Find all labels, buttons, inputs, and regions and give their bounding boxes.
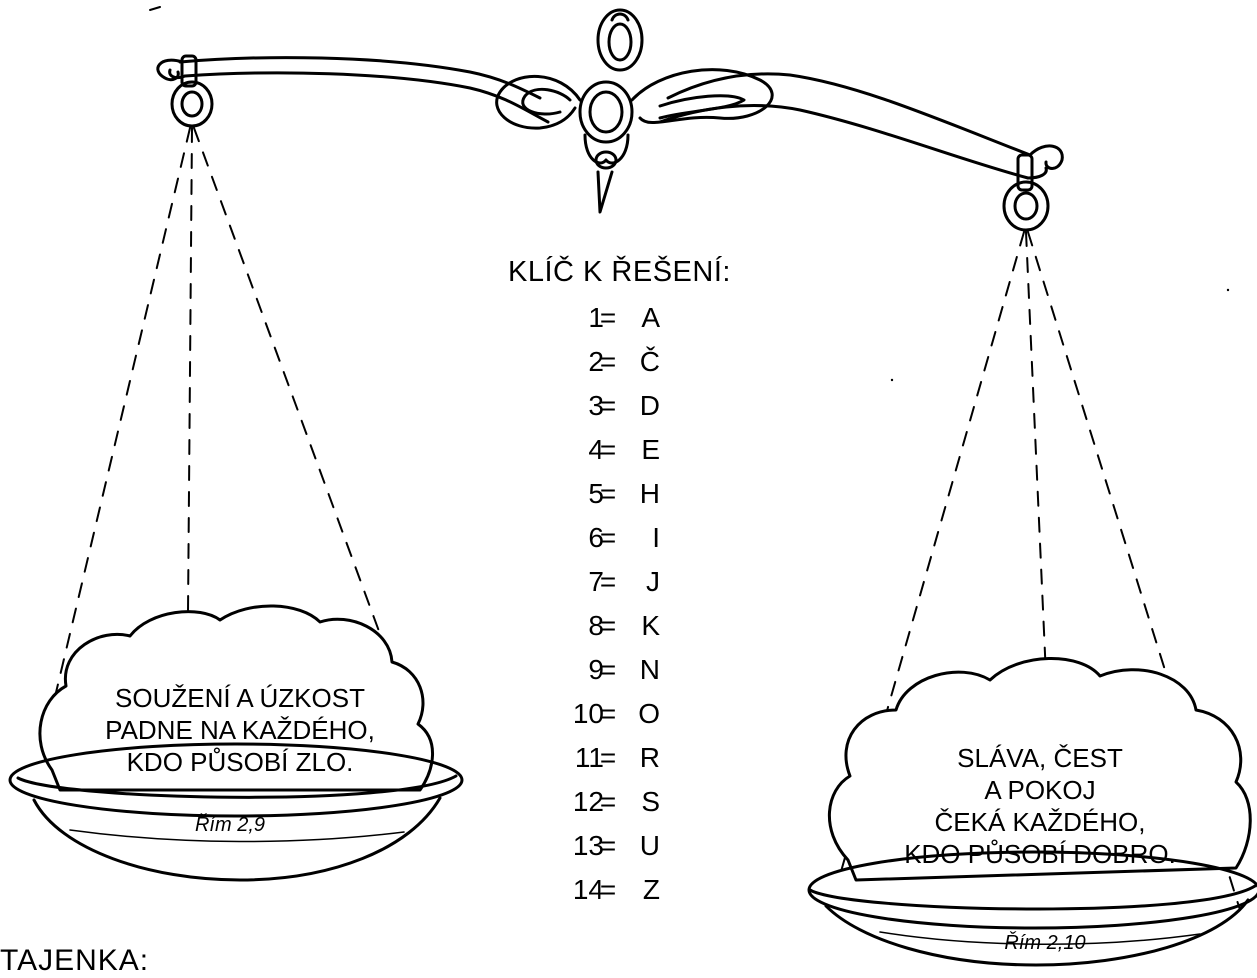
ink-speck: [890, 378, 894, 382]
key-equals: =: [599, 434, 617, 465]
key-title: KLÍČ K ŘEŠENÍ:: [508, 256, 731, 288]
key-row: 1 = A: [530, 296, 710, 340]
key-number: 11: [574, 742, 604, 773]
key-row: 6 = I: [530, 516, 710, 560]
key-letter: H: [639, 478, 660, 509]
key-equals: =: [599, 522, 617, 553]
key-equals: =: [599, 346, 617, 377]
key-table: 1 = A 2 = Č 3 = D 4 = E 5 = H 6 = I 7 = …: [530, 296, 710, 916]
key-letter: O: [638, 698, 660, 729]
key-letter: E: [641, 434, 660, 465]
key-equals: =: [599, 390, 617, 421]
key-row: 14 = Z: [530, 868, 710, 912]
key-letter: R: [639, 742, 660, 773]
key-letter: Č: [639, 346, 660, 377]
key-equals: =: [599, 566, 617, 597]
key-number: 9: [588, 654, 604, 685]
right-pan-line: SLÁVA, ČEST: [957, 743, 1123, 773]
key-equals: =: [599, 610, 617, 641]
left-pan-text: SOUŽENÍ A ÚZKOST PADNE NA KAŽDÉHO, KDO P…: [60, 682, 420, 778]
left-pan-line: PADNE NA KAŽDÉHO,: [105, 715, 375, 745]
right-pan-text: SLÁVA, ČEST A POKOJ ČEKÁ KAŽDÉHO, KDO PŮ…: [860, 742, 1220, 870]
left-pan-line: SOUŽENÍ A ÚZKOST: [115, 683, 365, 713]
key-equals: =: [599, 302, 617, 333]
key-row: 13 = U: [530, 824, 710, 868]
scale-center-ornament: [495, 8, 774, 214]
key-row: 7 = J: [530, 560, 710, 604]
key-row: 10 = O: [530, 692, 710, 736]
key-number: 6: [588, 522, 604, 553]
key-row: 2 = Č: [530, 340, 710, 384]
scale-beam: [156, 56, 1064, 180]
key-number: 1: [588, 302, 604, 333]
right-pan-line: ČEKÁ KAŽDÉHO,: [934, 807, 1146, 837]
right-pan: [807, 657, 1257, 967]
key-row: 3 = D: [530, 384, 710, 428]
tajenka-label: TAJENKA:: [0, 944, 150, 977]
key-letter: S: [641, 786, 660, 817]
key-number: 5: [588, 478, 604, 509]
key-equals: =: [599, 478, 617, 509]
key-row: 4 = E: [530, 428, 710, 472]
key-letter: U: [639, 830, 660, 861]
key-equals: =: [599, 874, 617, 905]
key-equals: =: [599, 698, 617, 729]
key-number: 10: [572, 698, 604, 729]
key-row: 11 = R: [530, 736, 710, 780]
ink-speck: [1226, 288, 1230, 292]
right-pan-line: A POKOJ: [984, 775, 1096, 805]
right-pan-line: KDO PŮSOBÍ DOBRO.: [904, 839, 1176, 869]
left-hanger-ring: [170, 54, 214, 128]
key-letter: I: [652, 522, 660, 553]
left-pan-reference: Řím 2,9: [194, 814, 266, 836]
key-letter: Z: [642, 874, 660, 905]
key-number: 13: [572, 830, 604, 861]
key-equals: =: [599, 830, 617, 861]
key-equals: =: [599, 742, 617, 773]
right-pan-reference: Řím 2,10: [1004, 932, 1086, 954]
key-row: 9 = N: [530, 648, 710, 692]
key-letter: K: [641, 610, 660, 641]
key-equals: =: [599, 654, 617, 685]
key-number: 14: [572, 874, 604, 905]
key-row: 12 = S: [530, 780, 710, 824]
key-letter: N: [639, 654, 660, 685]
left-pan: [8, 604, 464, 882]
key-number: 7: [588, 566, 604, 597]
ink-mark: [149, 6, 161, 11]
right-hanger-ring: [1002, 153, 1050, 232]
key-number: 2: [588, 346, 604, 377]
key-letter: A: [641, 302, 660, 333]
key-row: 5 = H: [530, 472, 710, 516]
key-letter: J: [646, 566, 660, 597]
key-letter: D: [639, 390, 660, 421]
key-number: 4: [588, 434, 604, 465]
key-equals: =: [599, 786, 617, 817]
key-number: 12: [572, 786, 604, 817]
left-cords: [39, 127, 431, 771]
left-pan-line: KDO PŮSOBÍ ZLO.: [126, 747, 354, 777]
key-number: 8: [588, 610, 604, 641]
key-number: 3: [588, 390, 604, 421]
key-row: 8 = K: [530, 604, 710, 648]
